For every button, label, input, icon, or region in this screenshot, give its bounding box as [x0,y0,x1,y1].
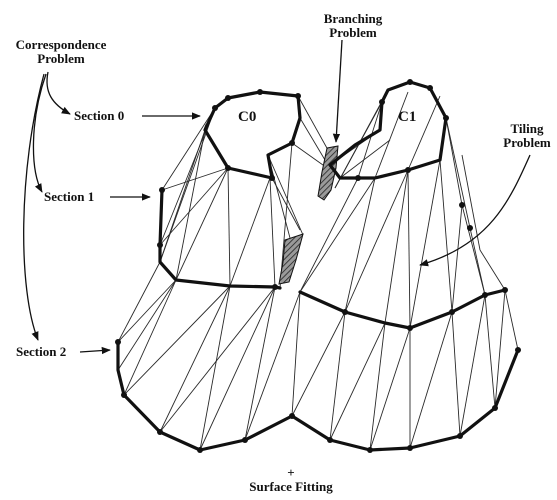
correspondence-line1: Correspondence [6,38,116,52]
section-2-label: Section 2 [16,345,66,359]
section-0-label: Section 0 [74,109,124,123]
branching-problem-label: Branching Problem [308,12,398,40]
plus-sign: + [236,466,346,480]
section-1-label: Section 1 [44,190,94,204]
tiling-problem-label: Tiling Problem [497,122,557,150]
branching-line2: Problem [308,26,398,40]
correspondence-line2: Problem [6,52,116,66]
annotation-pointers [24,40,530,352]
tiling-line1: Tiling [497,122,557,136]
vertex-dots [115,79,521,453]
branching-line1: Branching [308,12,398,26]
correspondence-problem-label: Correspondence Problem [6,38,116,66]
surface-fitting-label: + Surface Fitting [236,466,346,494]
c1-label: C1 [398,110,416,124]
surface-fitting-text: Surface Fitting [236,480,346,494]
c0-label: C0 [238,110,256,124]
triangle-mesh [118,90,518,450]
branching-hatch [279,146,338,284]
tiling-line2: Problem [497,136,557,150]
